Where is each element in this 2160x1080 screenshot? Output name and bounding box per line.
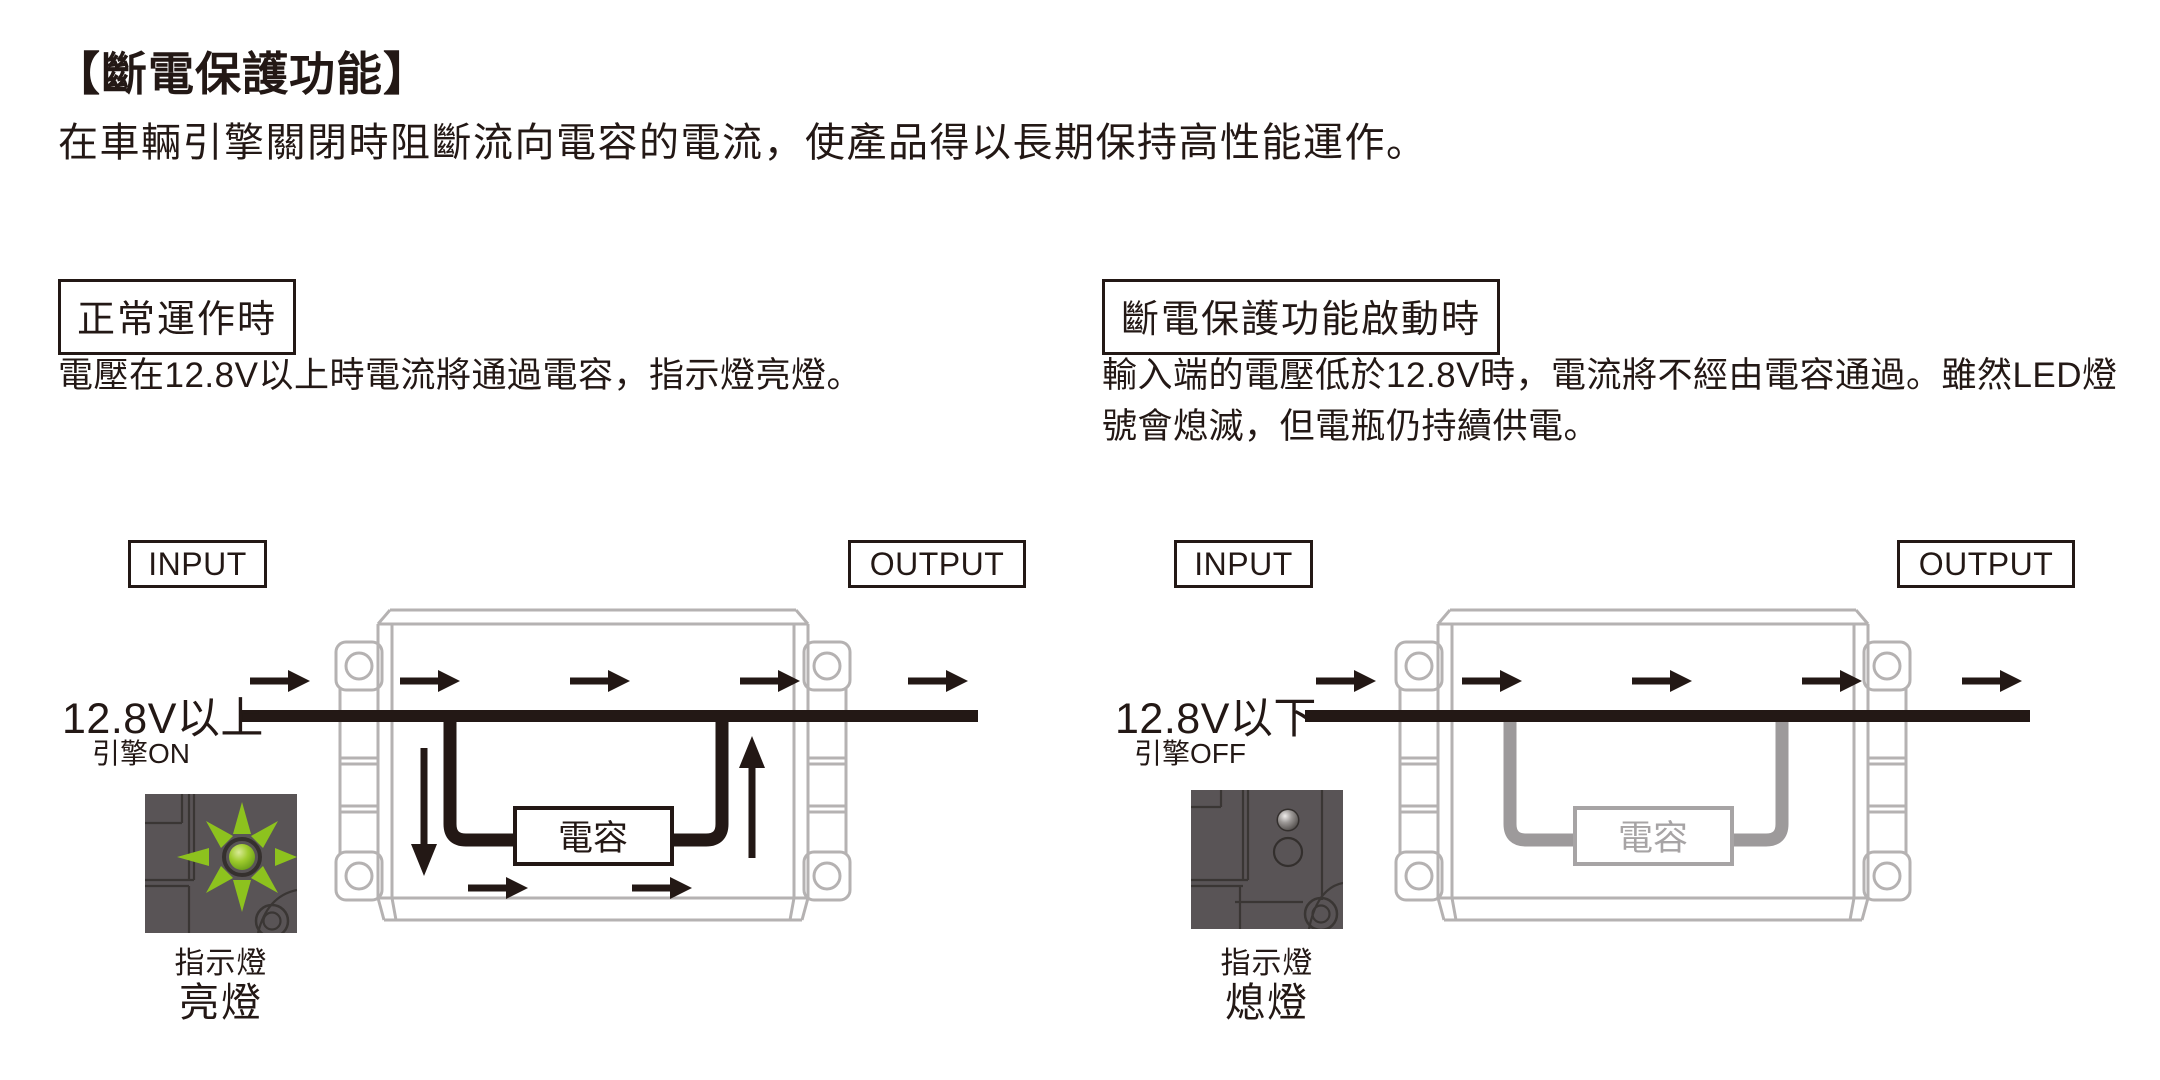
flow-arrow-icon bbox=[908, 670, 968, 692]
protection-indicator-photo bbox=[1191, 790, 1343, 929]
page-subtitle: 在車輛引擎關閉時阻斷流向電容的電流，使產品得以長期保持高性能運作。 bbox=[58, 121, 1428, 165]
normal-engine-label: 引擎ON bbox=[91, 738, 190, 769]
led-on-icon bbox=[229, 844, 255, 870]
flow-arrow-icon bbox=[1962, 670, 2022, 692]
normal-section-label: 正常運作時 bbox=[58, 279, 297, 355]
protection-indicator-state: 熄燈 bbox=[1225, 981, 1309, 1025]
flow-arrow-icon bbox=[1316, 670, 1376, 692]
product-panel-lines bbox=[1191, 790, 1343, 929]
normal-input-box: INPUT bbox=[128, 540, 267, 588]
led-off-icon bbox=[1278, 810, 1298, 830]
normal-capacitor-box bbox=[513, 806, 674, 866]
normal-capacitor-label: 電容 bbox=[558, 819, 628, 858]
protection-section-label: 斷電保護功能啟動時 bbox=[1102, 279, 1501, 355]
normal-voltage-label: 12.8V以上 bbox=[62, 695, 264, 743]
normal-section-description: 電壓在12.8V以上時電流將通過電容，指示燈亮燈。 bbox=[58, 356, 862, 395]
normal-indicator-state: 亮燈 bbox=[179, 981, 263, 1025]
protection-input-box: INPUT bbox=[1174, 540, 1313, 588]
protection-power-wire bbox=[1305, 710, 2030, 722]
protection-capacitor-box bbox=[1573, 806, 1734, 866]
page-title: 【斷電保護功能】 bbox=[54, 48, 430, 100]
protection-description-line2: 號會熄滅，但電瓶仍持續供電。 bbox=[1102, 407, 1600, 446]
led-ring bbox=[1276, 808, 1300, 832]
normal-output-box: OUTPUT bbox=[848, 540, 1026, 588]
protection-capacitor-label: 電容 bbox=[1618, 819, 1688, 858]
protection-output-box: OUTPUT bbox=[1897, 540, 2075, 588]
protection-description-line1: 輸入端的電壓低於12.8V時，電流將不經由電容通過。雖然LED燈 bbox=[1102, 356, 2118, 395]
protection-section-description: 輸入端的電壓低於12.8V時，電流將不經由電容通過。雖然LED燈 號會熄滅，但電… bbox=[1102, 350, 2152, 452]
up-arrow-icon bbox=[739, 736, 765, 858]
protection-engine-label: 引擎OFF bbox=[1134, 738, 1246, 769]
normal-flow-arrows bbox=[250, 670, 968, 899]
normal-indicator-caption: 指示燈 bbox=[174, 947, 268, 980]
protection-device-outline bbox=[1394, 608, 1912, 924]
normal-indicator-photo bbox=[145, 794, 297, 933]
led-ring bbox=[222, 837, 262, 877]
protection-voltage-label: 12.8V以下 bbox=[1115, 695, 1317, 743]
led-glow-star-icon bbox=[177, 802, 297, 912]
normal-device-outline bbox=[334, 608, 852, 924]
panel-circle bbox=[1272, 836, 1304, 868]
circuit-diagram: 電容 電容 bbox=[242, 608, 2030, 924]
protection-indicator-caption: 指示燈 bbox=[1220, 947, 1314, 980]
normal-power-wire bbox=[242, 710, 978, 722]
down-arrow-icon bbox=[411, 748, 437, 876]
product-panel-lines bbox=[145, 794, 297, 933]
